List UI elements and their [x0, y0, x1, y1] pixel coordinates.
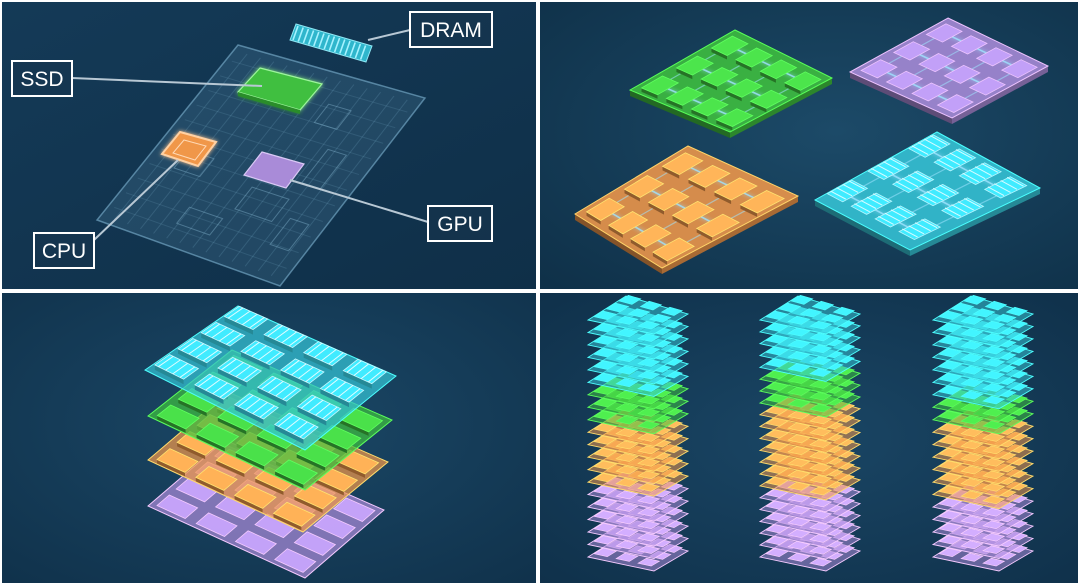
gpu-leader [289, 179, 429, 223]
panel-board: DRAM SSD CPU GPU [11, 11, 493, 287]
dram-label: DRAM [420, 19, 482, 42]
gpu-tag: GPU [427, 205, 493, 242]
ssd-chip [236, 67, 324, 114]
gpu-label: GPU [437, 213, 483, 236]
panel-towers [586, 294, 1035, 572]
tile-purple [848, 17, 1050, 124]
tower-2 [758, 294, 862, 572]
dram-leader [367, 29, 411, 41]
dram-tag: DRAM [409, 11, 493, 48]
board-traces [113, 53, 408, 276]
layer-cyan [144, 305, 397, 451]
cpu-label: CPU [42, 240, 86, 263]
dram-module [289, 23, 373, 63]
cpu-tag: CPU [33, 232, 95, 269]
cpu-leader [93, 159, 179, 241]
panel-tiles [574, 17, 1050, 274]
tile-orange [574, 145, 800, 274]
ssd-tag: SSD [11, 60, 73, 97]
panel-layers [144, 305, 397, 579]
tile-green [628, 29, 834, 138]
tower-1 [586, 294, 690, 572]
tile-cyan [813, 131, 1042, 256]
ssd-leader [71, 77, 263, 87]
tower-3 [931, 294, 1035, 572]
cpu-chip [160, 130, 218, 168]
ssd-label: SSD [20, 68, 63, 91]
gpu-chip [242, 151, 306, 189]
